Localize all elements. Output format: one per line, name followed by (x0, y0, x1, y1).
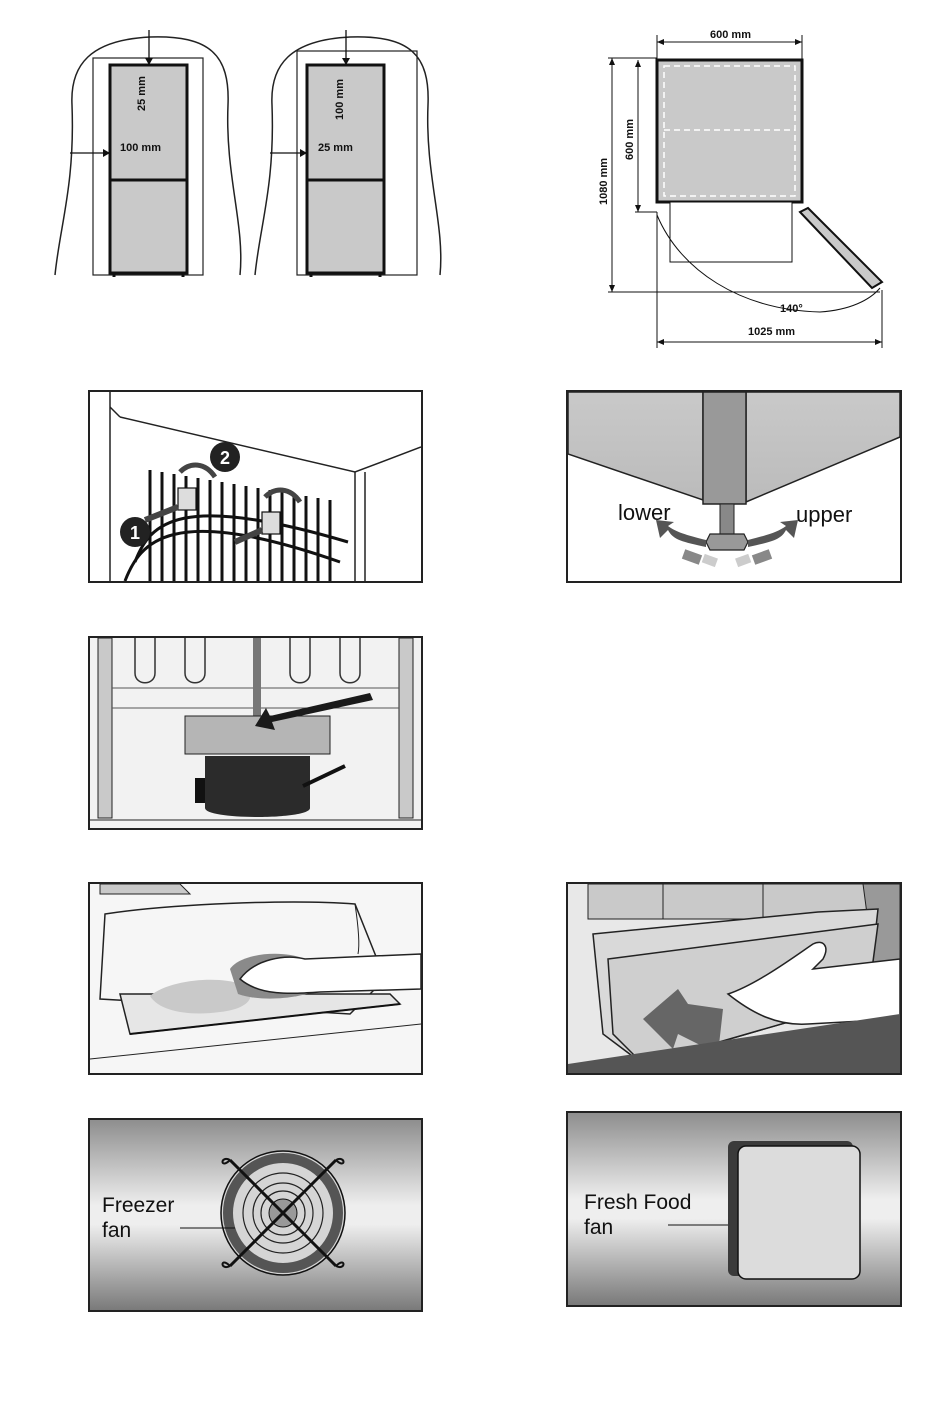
width-label: 600 mm (710, 29, 751, 41)
wiping-shelf-panel (88, 882, 423, 1075)
foot-hex (706, 534, 748, 550)
door-open-depth-label: 1025 mm (748, 326, 795, 338)
fresh-food-fan-label-line2: fan (584, 1216, 613, 1239)
side-gap-label-b: 25 mm (318, 142, 353, 154)
upper-arrow (748, 520, 798, 547)
door-angle-label: 140° (780, 303, 803, 315)
svg-text:2: 2 (220, 448, 230, 468)
fridge-body-left (110, 65, 187, 273)
compressor-body (205, 756, 310, 817)
top-gap-label-a: 25 mm (136, 76, 148, 111)
drawer-panel (566, 882, 902, 1075)
dimensions-diagram: 600 mm 1080 mm 600 mm 140° 1025 mm (590, 20, 890, 350)
side-gap-label-a: 100 mm (120, 142, 161, 154)
svg-text:1: 1 (130, 523, 140, 543)
height-label: 1080 mm (598, 158, 610, 205)
fresh-food-fan-panel: Fresh Food fan (566, 1111, 902, 1307)
compressor-panel (88, 636, 423, 830)
top-gap-label-b: 100 mm (334, 79, 346, 120)
appliance-top-view (657, 60, 802, 202)
leveling-feet-panel: lower upper (566, 390, 902, 583)
condenser-grille (150, 470, 330, 581)
open-door (800, 208, 882, 288)
lower-arrow (656, 520, 706, 547)
hand (240, 954, 421, 993)
door-base (670, 202, 792, 262)
spacer-1 (178, 488, 196, 510)
drip-tray (185, 716, 330, 754)
upper-label: upper (796, 502, 852, 527)
corner-post (703, 392, 746, 504)
spacer-2 (262, 512, 280, 534)
freezer-fan-label-line2: fan (102, 1219, 131, 1242)
depth-label: 600 mm (624, 119, 636, 160)
freezer-fan-label-line1: Freezer (102, 1194, 174, 1217)
freezer-fan-panel: Freezer fan (88, 1118, 423, 1312)
fan-cover (738, 1146, 860, 1279)
fresh-food-fan-label-line1: Fresh Food (584, 1191, 691, 1214)
clearance-diagram: 25 mm 100 mm 100 mm 25 mm (50, 25, 450, 290)
spacer-install-panel: 1 2 (88, 390, 423, 583)
